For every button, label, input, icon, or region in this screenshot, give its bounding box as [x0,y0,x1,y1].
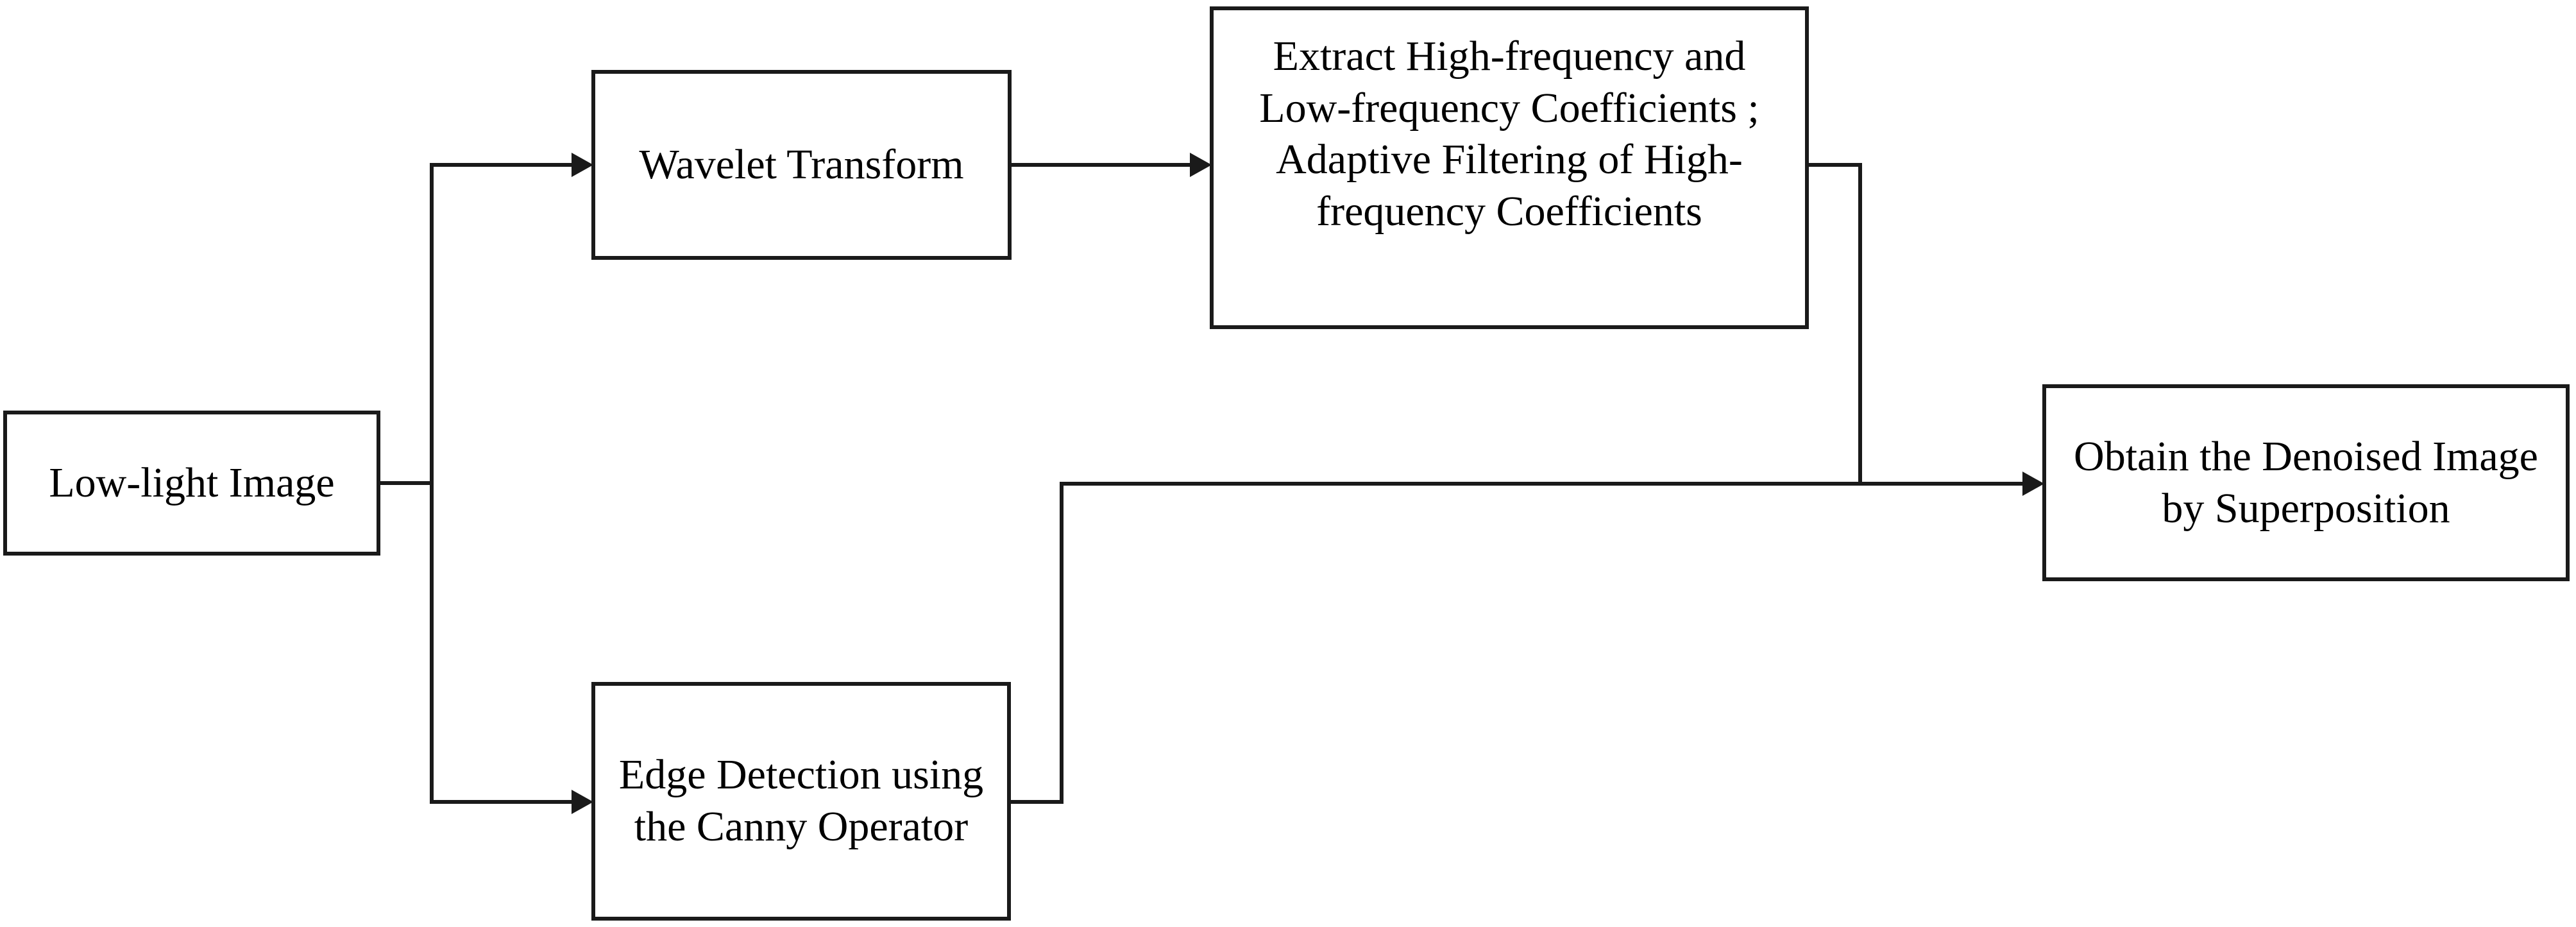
node-label: Wavelet Transform [639,140,964,188]
connector-edge-exit-stub [1011,800,1063,804]
connector-extract-downcomer [1858,163,1862,486]
node-label-line-2: Low-frequency Coefficients ; [1259,84,1759,132]
node-label-line-1: Edge Detection using [618,751,984,799]
connector-branch-to-edge-detection [430,800,573,804]
node-extract-filter-coefficients: Extract High-frequency and Low-frequency… [1210,6,1809,329]
node-low-light-image: Low-light Image [3,411,380,556]
node-label-line-2: by Superposition [2162,484,2450,532]
connector-wavelet-to-extract [1012,163,1191,167]
connector-branch-to-wavelet [430,163,573,167]
connector-branch-vertical [430,163,434,804]
connector-edge-riser [1060,482,1063,804]
node-label-line-1: Obtain the Denoised Image [2074,432,2538,480]
node-label-line-4: frequency Coefficients [1316,187,1702,235]
connector-extract-exit-stub [1809,163,1862,167]
node-label-line-1: Extract High-frequency and [1273,33,1746,80]
node-obtain-denoised-image: Obtain the Denoised Image by Superpositi… [2042,384,2570,581]
connector-lowlight-exit-stub [380,481,434,485]
arrowhead-into-wavelet-icon [572,153,593,177]
node-wavelet-transform: Wavelet Transform [591,70,1012,260]
node-label-line-3: Adaptive Filtering of High- [1276,136,1743,183]
arrowhead-into-extract-icon [1190,153,1212,177]
connector-main-rail-to-obtain [1060,482,2024,486]
arrowhead-into-obtain-icon [2022,472,2044,496]
arrowhead-into-edge-detection-icon [572,790,593,814]
node-edge-detection-canny: Edge Detection using the Canny Operator [591,682,1011,921]
node-label: Low-light Image [49,459,335,506]
node-label-line-2: the Canny Operator [634,803,969,850]
